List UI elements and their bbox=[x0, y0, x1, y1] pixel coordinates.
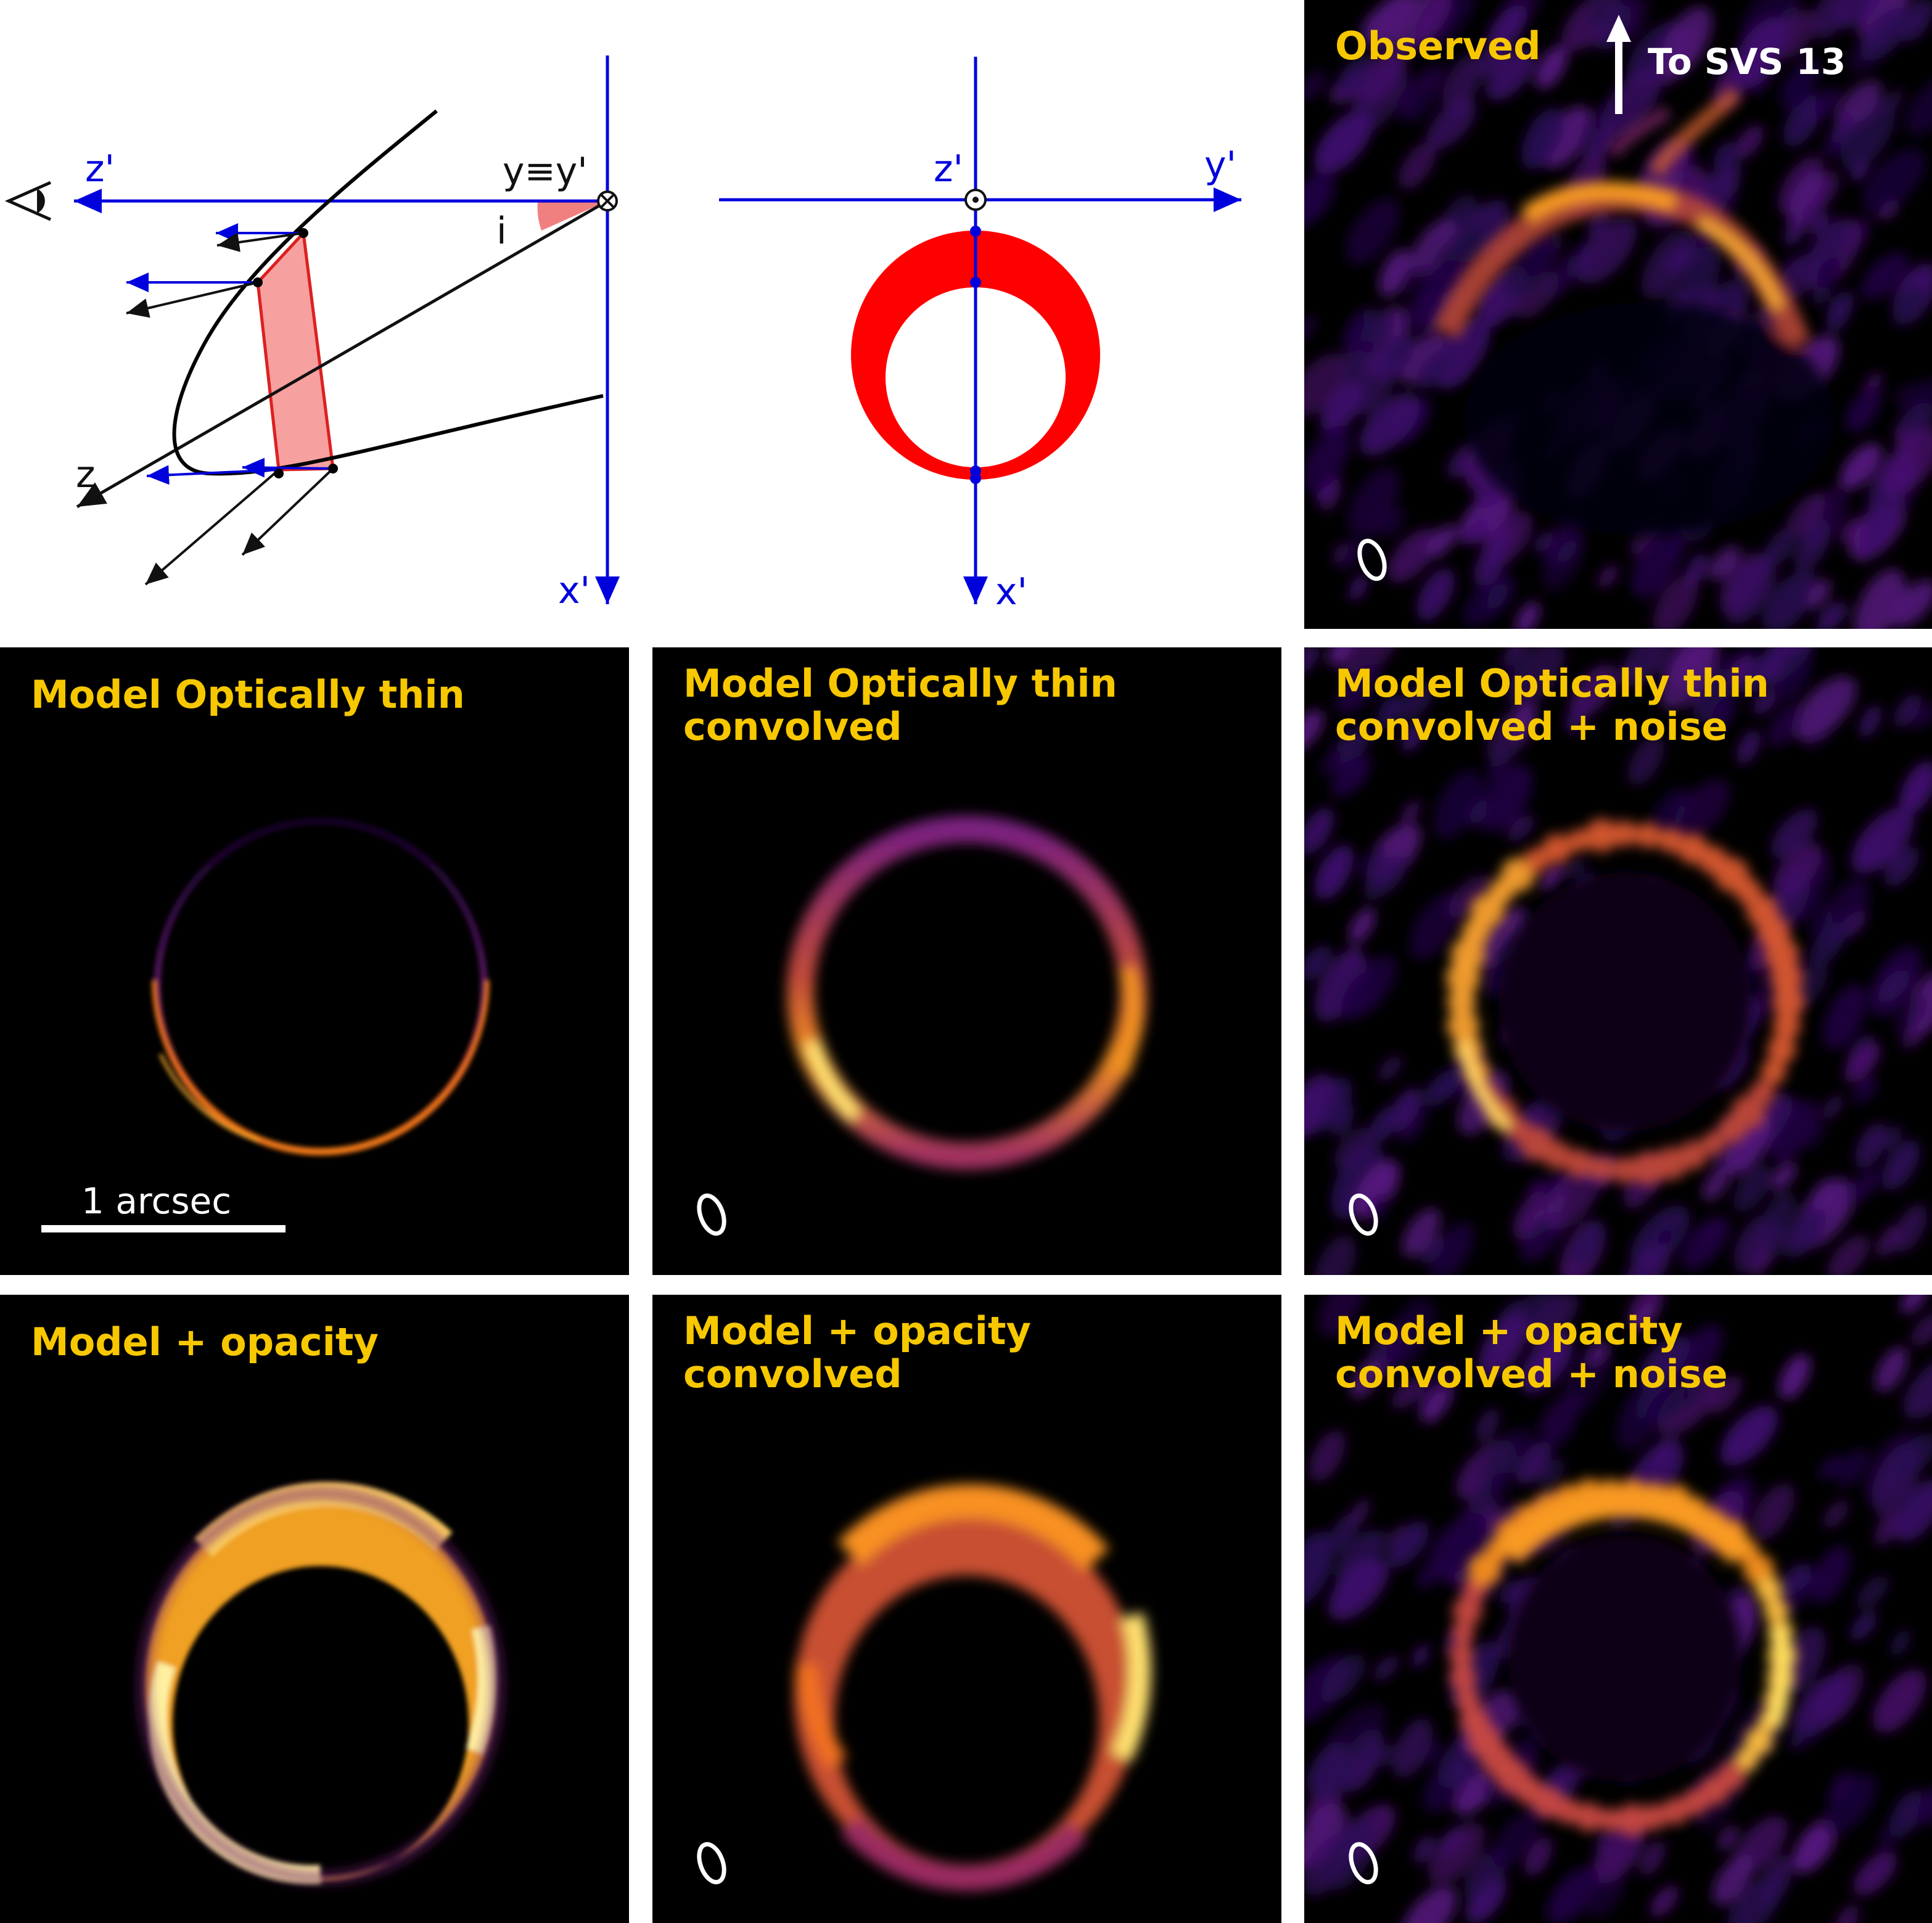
axis-label-xp: x' bbox=[995, 570, 1028, 613]
axis-label-y-equiv: y≡y' bbox=[503, 153, 588, 190]
emitting-band bbox=[256, 229, 335, 472]
axis-label-i: i bbox=[496, 210, 507, 253]
geometry-side-panel: z' y≡y' i z x' bbox=[0, 0, 641, 635]
panel-model-opacity: Model + opacity bbox=[0, 1295, 629, 1923]
axis-label-xp: x' bbox=[558, 569, 591, 612]
axis-label-y-equiv-text: y≡y' bbox=[503, 150, 588, 193]
north-arrow bbox=[1606, 15, 1631, 114]
velocity-arrow bbox=[126, 281, 258, 318]
intensity-map bbox=[794, 1484, 1151, 1891]
velocity-arrow bbox=[144, 469, 280, 586]
panel-model-thin: Model Optically thin 1 arcsec bbox=[0, 647, 629, 1275]
geometry-side-diagram bbox=[4, 55, 620, 604]
axis-label-yp: y' bbox=[1204, 144, 1237, 187]
scale-bar-label: 1 arcsec bbox=[81, 1180, 232, 1222]
velocity-arrow bbox=[216, 232, 304, 252]
intensity-map bbox=[152, 818, 490, 1155]
band-vertex bbox=[274, 469, 284, 478]
intensity-map bbox=[140, 1482, 501, 1884]
band-vertex bbox=[328, 464, 338, 474]
z-axis bbox=[76, 199, 609, 509]
panel-title: Model + opacity bbox=[31, 1319, 379, 1364]
beam-ellipse bbox=[1357, 538, 1387, 581]
intensity-map bbox=[1304, 647, 1932, 1275]
geometry-front-panel: z' y' x' bbox=[652, 0, 1294, 635]
intensity-map bbox=[787, 816, 1147, 1170]
band-vertex bbox=[253, 277, 263, 287]
panel-title: Model + opacity convolved + noise bbox=[1335, 1308, 1728, 1396]
axis-point bbox=[970, 226, 981, 237]
los-arrow bbox=[242, 457, 334, 478]
panel-title: Model Optically thin convolved + noise bbox=[1335, 661, 1769, 749]
axis-point bbox=[970, 277, 981, 288]
panel-model-opacity-convolved-noise: Model + opacity convolved + noise bbox=[1304, 1295, 1932, 1923]
beam-ellipse bbox=[697, 1842, 726, 1885]
panel-title: Model + opacity convolved bbox=[683, 1308, 1031, 1396]
red-crescent-ring bbox=[851, 231, 1101, 480]
panel-title: Observed bbox=[1335, 23, 1541, 68]
observer-eye-icon bbox=[4, 181, 52, 221]
axis-label-zp: z' bbox=[85, 147, 115, 191]
bow-shock-curve bbox=[172, 109, 604, 476]
scale-bar bbox=[41, 1225, 286, 1232]
beam-ellipse bbox=[1349, 1193, 1378, 1236]
axis-label-z: z bbox=[76, 453, 96, 496]
geometry-front-diagram bbox=[719, 57, 1241, 604]
panel-model-opacity-convolved: Model + opacity convolved bbox=[652, 1295, 1281, 1923]
axis-label-zp: z' bbox=[934, 147, 963, 191]
panel-model-thin-convolved-noise: Model Optically thin convolved + noise bbox=[1304, 647, 1932, 1275]
intensity-map bbox=[1304, 0, 1932, 629]
panel-observed: Observed To SVS 13 bbox=[1304, 0, 1932, 629]
axis-point bbox=[970, 473, 981, 484]
direction-label: To SVS 13 bbox=[1648, 41, 1846, 83]
panel-title: Model Optically thin bbox=[31, 672, 465, 717]
velocity-arrow bbox=[241, 467, 334, 556]
y-into-page-symbol bbox=[597, 191, 618, 211]
zp-out-of-page-symbol bbox=[964, 189, 987, 211]
inclination-wedge bbox=[537, 201, 607, 231]
panel-model-thin-convolved: Model Optically thin convolved bbox=[652, 647, 1281, 1275]
panel-title: Model Optically thin convolved bbox=[683, 661, 1117, 749]
beam-ellipse bbox=[697, 1193, 726, 1236]
intensity-map bbox=[1304, 1295, 1932, 1923]
beam-ellipse bbox=[1349, 1842, 1378, 1885]
band-vertex bbox=[298, 228, 308, 238]
